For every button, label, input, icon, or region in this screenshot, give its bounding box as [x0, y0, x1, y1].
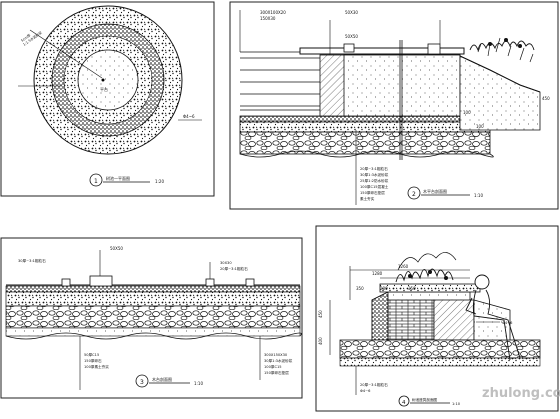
deck-title: 木台剖面图 [152, 376, 172, 382]
tree-pit-plan [18, 5, 202, 155]
panel-1-frame [0, 1, 215, 197]
section-label-8: 100厚C15混凝土 [360, 184, 389, 189]
bench-dim-4: 280 [380, 286, 388, 291]
section-label-2: 100 [463, 110, 471, 115]
bench-dim-7: 400 [318, 337, 323, 345]
section-label-7: 25厚1:2防水砂浆 [360, 178, 389, 183]
bench-label-2: 20厚~3:1粗粒石 [360, 382, 388, 387]
plan-title: 树池一平面图 [106, 175, 130, 181]
deck-label-11: 150厚碎石垫层 [264, 370, 289, 375]
bench-index-circle [398, 395, 410, 407]
plan-label-3: Φ4~6 [183, 114, 195, 119]
bench-dim-3: 350 [356, 286, 364, 291]
deck-label-9: 30厚1:3水泥砂浆 [264, 358, 293, 363]
section-label-10: 素土夯实 [360, 196, 375, 201]
panel-2-frame [229, 1, 559, 210]
bench-title: 树池座凳剖面图 [412, 397, 438, 402]
section-label-6: 30厚1:3水泥砂浆 [360, 172, 389, 177]
bench-label-1: Φ4~6 [502, 321, 513, 325]
deck-section [239, 10, 541, 205]
section-dim-3: 50X50 [345, 34, 358, 39]
section-index: 2 [412, 191, 416, 198]
bench-dim-2: 1280 [372, 271, 383, 276]
plan-label-4: 平台 [100, 86, 108, 92]
plan-label-1: 5cm厚 [20, 32, 32, 43]
section-index-circle [407, 186, 421, 200]
deck-label-5: 50厚C15 [84, 352, 99, 357]
section-dim-1: 300X100X20 [260, 10, 286, 15]
deck-label-4: 20厚~3:1粗粒石 [220, 266, 248, 271]
bench-section [329, 252, 541, 395]
deck-label-10: 100厚C15 [264, 364, 282, 369]
panel-4-frame [315, 225, 559, 412]
bench-dim-5: 350 [408, 286, 416, 291]
section-label-1: 50X30 [345, 10, 358, 15]
deck-label-3: 30X30 [220, 261, 232, 265]
section-title: 木平台剖面图 [423, 188, 447, 194]
wood-deck-section [5, 250, 302, 390]
deck-index-circle [135, 374, 149, 388]
plan-index-circle [89, 173, 103, 187]
section-label-9: 150厚碎石垫层 [360, 190, 385, 195]
deck-label-6: 150厚碎石 [84, 358, 102, 363]
deck-scale: 1:10 [194, 381, 203, 386]
zhulong-watermark: zhulong.com [482, 386, 560, 401]
section-dim-2: 150X30 [260, 16, 276, 21]
deck-label-1: 30厚~3:1粗粒石 [18, 258, 46, 263]
deck-index: 3 [140, 379, 144, 386]
plan-index: 1 [94, 178, 98, 185]
section-label-5: 20厚~3:1粗粒石 [360, 166, 388, 171]
deck-label-2: 50X50 [110, 246, 123, 251]
bench-dim-6: 450 [318, 310, 323, 318]
bench-label-3: Φ4~6 [360, 389, 371, 393]
plan-scale: 1:20 [155, 179, 164, 184]
bench-index: 4 [402, 400, 406, 406]
bench-scale: 1:10 [452, 402, 461, 406]
deck-label-7: 100厚素土夯实 [84, 364, 109, 369]
deck-label-8: 300X150X30 [264, 353, 288, 357]
section-scale: 1:10 [474, 193, 483, 198]
bench-dim-1: 1260 [398, 264, 409, 269]
panel-3-frame [0, 237, 303, 399]
section-label-3: 100 [476, 124, 484, 129]
section-label-4: 450 [542, 96, 550, 101]
